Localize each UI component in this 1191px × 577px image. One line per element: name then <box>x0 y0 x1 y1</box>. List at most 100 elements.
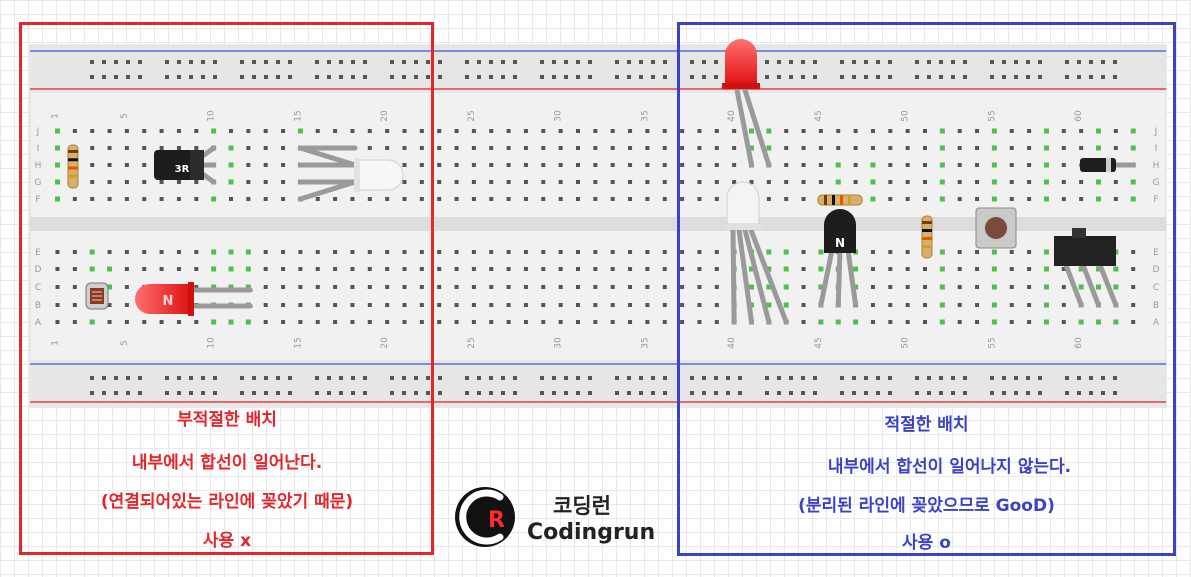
hole <box>662 146 667 150</box>
row-letter: J <box>36 127 40 137</box>
rail-hole <box>564 391 568 395</box>
hole <box>975 129 980 133</box>
hole <box>437 129 442 133</box>
row-letter: F <box>1153 195 1158 205</box>
hole <box>72 267 77 271</box>
hole <box>419 180 424 184</box>
hole <box>419 303 424 307</box>
rail-hole <box>315 75 319 79</box>
board-labels: 1155101015152020252530303535404045455050… <box>35 110 1160 349</box>
hole <box>836 129 841 133</box>
hole <box>402 180 407 184</box>
rail-hole <box>552 60 556 64</box>
hole <box>801 303 806 307</box>
hole <box>437 180 442 184</box>
hole <box>1079 180 1084 184</box>
rail-hole <box>102 376 106 380</box>
rail-hole <box>765 391 769 395</box>
hole <box>801 180 806 184</box>
rail-hole <box>963 391 967 395</box>
rail-hole <box>714 60 718 64</box>
rail-hole <box>276 75 280 79</box>
rail-hole <box>1101 75 1105 79</box>
rail-hole <box>390 60 394 64</box>
hole <box>870 267 875 271</box>
rail-hole <box>351 376 355 380</box>
connected-hole <box>107 266 113 272</box>
rail-hole <box>513 60 517 64</box>
connected-hole <box>1130 179 1136 185</box>
column-number: 50 <box>901 337 911 349</box>
rail-hole <box>201 75 205 79</box>
rail-hole <box>963 75 967 79</box>
hole <box>333 197 338 201</box>
component-leg <box>748 227 789 325</box>
hole <box>246 197 251 201</box>
rail-hole <box>264 391 268 395</box>
rail-hole <box>963 376 967 380</box>
hole <box>558 129 563 133</box>
rail-hole <box>588 60 592 64</box>
rail-hole <box>1038 60 1042 64</box>
connected-hole <box>749 128 754 134</box>
rail-hole <box>426 391 430 395</box>
rail-hole <box>627 75 631 79</box>
connected-hole <box>107 284 113 290</box>
hole <box>176 250 181 254</box>
hole <box>471 129 476 133</box>
connected-hole <box>245 319 251 325</box>
connected-hole <box>1096 145 1101 151</box>
hole <box>246 180 251 184</box>
row-letter: I <box>37 144 40 154</box>
hole <box>437 250 442 254</box>
hole <box>142 180 147 184</box>
hole <box>1131 267 1136 271</box>
rail-hole <box>414 391 418 395</box>
connected-hole <box>991 249 997 255</box>
hole <box>975 320 980 324</box>
rail-hole <box>276 391 280 395</box>
row-letter: B <box>1153 301 1159 311</box>
rail-hole <box>414 376 418 380</box>
hole <box>853 180 858 184</box>
hole <box>1027 320 1032 324</box>
rail-hole <box>102 60 106 64</box>
hole <box>957 146 962 150</box>
rail-hole <box>465 75 469 79</box>
column-number: 45 <box>814 337 824 348</box>
hole <box>523 267 528 271</box>
logo-name-en: Codingrun <box>527 520 656 545</box>
connected-hole <box>228 249 234 255</box>
rail-hole <box>564 75 568 79</box>
hole <box>159 180 164 184</box>
connected-hole <box>835 319 841 325</box>
rail-hole <box>339 60 343 64</box>
rail-hole <box>813 376 817 380</box>
rail-hole <box>138 376 142 380</box>
connected-hole <box>245 266 251 272</box>
hole <box>263 267 268 271</box>
hole <box>801 267 806 271</box>
rail-hole <box>177 391 181 395</box>
hole <box>350 303 355 307</box>
rail-hole <box>576 391 580 395</box>
hole <box>1061 197 1066 201</box>
hole <box>541 303 546 307</box>
hole <box>333 129 338 133</box>
hole <box>72 320 77 324</box>
connected-hole <box>991 179 997 185</box>
right-caption-title: 적절한 배치 <box>884 415 969 435</box>
hole <box>176 197 181 201</box>
resistor-right-vertical <box>921 215 933 259</box>
rail-hole <box>576 75 580 79</box>
hole <box>714 267 719 271</box>
hole <box>801 163 806 167</box>
hole <box>975 250 980 254</box>
hole <box>697 146 702 150</box>
hole <box>853 129 858 133</box>
hole <box>888 180 893 184</box>
connected-hole <box>1096 179 1101 185</box>
rail-hole <box>564 60 568 64</box>
connected-hole <box>939 284 945 290</box>
